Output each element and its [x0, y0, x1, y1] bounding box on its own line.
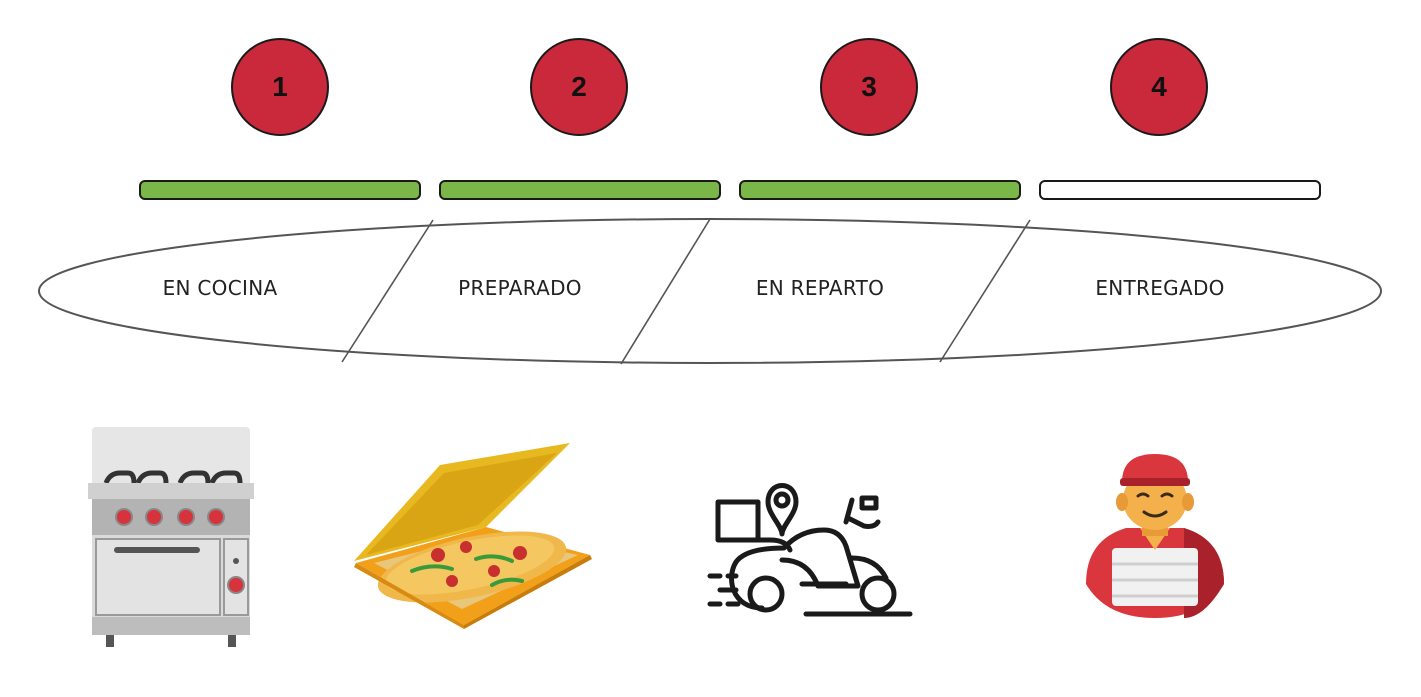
step-3-circle: 3: [820, 38, 918, 136]
step-4-number: 4: [1151, 71, 1167, 102]
progress-bar-step-3: [739, 180, 1021, 200]
progress-bar-step-1: [139, 180, 421, 200]
stage-label-2: PREPARADO: [458, 276, 582, 300]
stove-oven-icon: [88, 427, 254, 647]
pizza-box-icon: [354, 443, 592, 629]
delivery-scooter-icon: [707, 483, 913, 617]
step-3-number: 3: [861, 71, 877, 102]
step-4-circle: 4: [1110, 38, 1208, 136]
step-2-circle: 2: [530, 38, 628, 136]
progress-bar-step-4: [1039, 180, 1321, 200]
stage-label-1: EN COCINA: [162, 276, 278, 300]
step-1-number: 1: [272, 71, 288, 102]
stage-label-3: EN REPARTO: [755, 276, 885, 300]
step-1-circle: 1: [231, 38, 329, 136]
delivery-person-icon: [1086, 454, 1224, 618]
progress-bar-step-2: [439, 180, 721, 200]
stage-label-4: ENTREGADO: [1095, 276, 1225, 300]
step-2-number: 2: [571, 71, 587, 102]
